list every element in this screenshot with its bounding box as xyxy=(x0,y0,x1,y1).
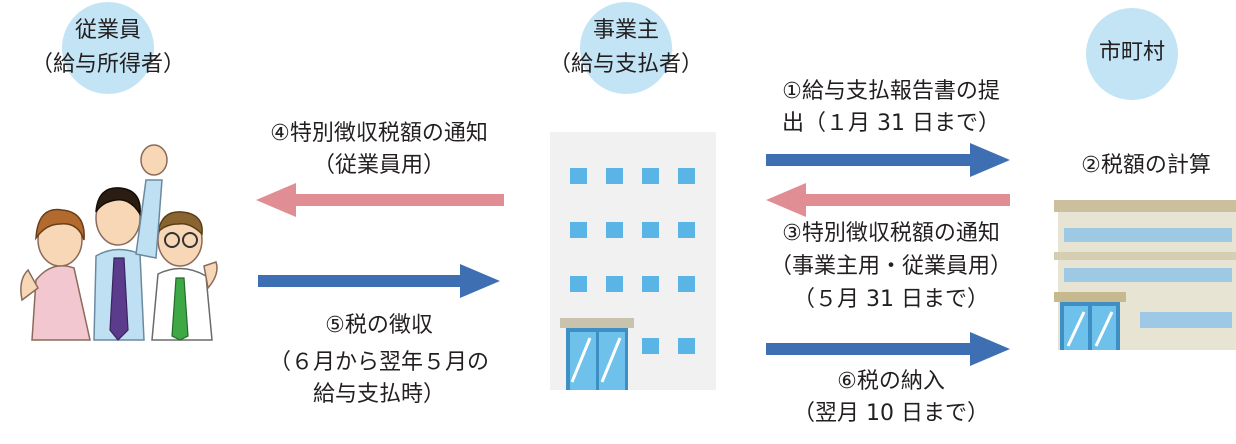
municipality-name: 市町村 xyxy=(1098,40,1165,65)
step2-label: ②税額の計算 xyxy=(1081,153,1211,178)
arrow-step4-to-employee xyxy=(256,183,504,217)
employee-subtitle: （給与所得者） xyxy=(30,52,185,77)
step4-title: ④特別徴収税額の通知 xyxy=(270,121,488,146)
employer-circle xyxy=(580,2,672,94)
employee-title: 従業員 xyxy=(74,18,141,43)
people-cheering-icon xyxy=(20,144,218,341)
arrow-step3-to-employer xyxy=(766,183,1010,217)
city-hall-icon xyxy=(1054,200,1236,350)
step1-title: ①給与支払報告書の提 xyxy=(782,79,1000,104)
employee-circle xyxy=(62,2,154,94)
step1-detail: 出（１月 31 日まで） xyxy=(782,111,1000,136)
office-building-icon xyxy=(550,132,716,390)
step6-title: ⑥税の納入 xyxy=(837,369,945,394)
employer-subtitle: （給与支払者） xyxy=(548,52,703,77)
step5-detail: （６月から翌年５月の xyxy=(268,350,489,375)
step3-deadline: （５月 31 日まで） xyxy=(793,287,989,312)
step5-title: ⑤税の徴収 xyxy=(325,313,433,338)
arrow-step6-to-municipality xyxy=(766,332,1010,366)
step3-title: ③特別徴収税額の通知 xyxy=(782,221,1000,246)
employer-title: 事業主 xyxy=(592,18,659,43)
municipality-circle xyxy=(1086,8,1178,100)
step5-detail-2: 給与支払時） xyxy=(312,382,445,407)
arrow-step5-to-employer xyxy=(258,264,500,298)
step3-detail: （事業主用・従業員用） xyxy=(769,254,1012,279)
step6-deadline: （翌月 10 日まで） xyxy=(793,401,989,426)
step4-subtitle: （従業員用） xyxy=(312,153,445,178)
arrow-step1-to-municipality xyxy=(766,143,1010,177)
